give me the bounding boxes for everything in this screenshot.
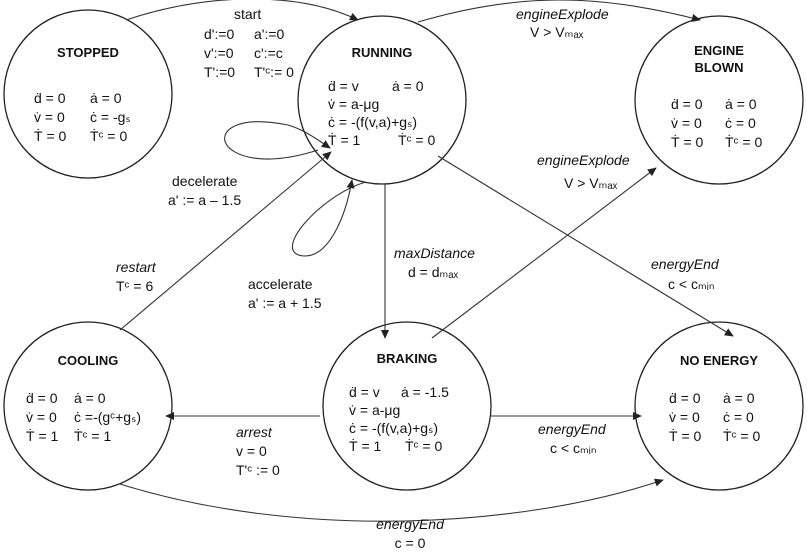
- equation: Ṫ = 0: [669, 428, 702, 444]
- label-decelerate-event: decelerate: [172, 173, 238, 189]
- label-max-distance-event: maxDistance: [394, 245, 475, 261]
- equation: ȧ = 0: [392, 78, 424, 94]
- state-name: NO ENERGY: [679, 353, 758, 368]
- label-start-reset: a':=0: [254, 26, 285, 42]
- label-engine-explode-top-event: engineExplode: [516, 6, 609, 22]
- equation: ḋ = 0: [671, 96, 703, 112]
- equation: v̇ = 0: [34, 109, 65, 125]
- equation: v̇ = 0: [26, 409, 57, 425]
- equation: ċ = 0: [723, 409, 754, 425]
- state-braking: BRAKING ḋ = v ȧ = -1.5 v̇ = a-μg ċ = -(f…: [323, 322, 491, 490]
- label-max-distance-guard: d = dₘₐₓ: [408, 264, 459, 280]
- label-energy-end-running-guard: c < cₘᵢₙ: [668, 276, 715, 292]
- label-restart-event: restart: [116, 259, 156, 275]
- equation: Ṫ = 1: [26, 428, 59, 444]
- label-restart-guard: Tᶜ = 6: [116, 278, 154, 294]
- equation: ȧ = 0: [723, 390, 755, 406]
- equation: Ṫᶜ = 0: [723, 428, 761, 444]
- label-engine-explode-top-guard: V > Vₘₐₓ: [530, 24, 584, 40]
- label-start-reset: T'ᶜ:= 0: [254, 64, 294, 80]
- label-arrest-reset: v = 0: [236, 443, 267, 459]
- equation: ḋ = v: [328, 78, 359, 94]
- state-name: COOLING: [57, 353, 119, 368]
- edge-engine-explode-top: [417, 0, 701, 23]
- state-name-line2: BLOWN: [694, 60, 744, 75]
- state-name: RUNNING: [351, 45, 413, 60]
- state-running: RUNNING ḋ = v ȧ = 0 v̇ = a-μg ċ = -(f(v,…: [298, 16, 466, 184]
- equation: Ṫ = 0: [34, 128, 67, 144]
- state-engine-blown-circle: [634, 15, 804, 185]
- state-braking-circle: [322, 321, 492, 491]
- label-start-reset: c':=c: [254, 45, 283, 61]
- equation: ċ = 0: [725, 115, 756, 131]
- equation: ḋ = 0: [34, 90, 66, 106]
- state-stopped: STOPPED ḋ = 0 ȧ = 0 v̇ = 0 ċ = -gₛ Ṫ = 0…: [4, 10, 172, 178]
- edge-restart: [119, 151, 332, 331]
- label-energy-end-braking-event: energyEnd: [538, 421, 606, 437]
- state-no-energy-circle: [634, 321, 804, 491]
- label-energy-end-running-event: energyEnd: [651, 256, 719, 272]
- label-energy-end-braking-guard: c < cₘᵢₙ: [550, 440, 597, 456]
- equation: Ṫ = 1: [328, 132, 361, 148]
- equation: Ṫ = 1: [349, 438, 382, 454]
- label-start-reset: d':=0: [204, 26, 235, 42]
- equation: Ṫᶜ = 1: [74, 428, 112, 444]
- label-arrest-reset: T'ᶜ := 0: [236, 462, 280, 478]
- equation: v̇ = 0: [669, 409, 700, 425]
- state-name: BRAKING: [376, 351, 438, 366]
- equation: ċ = -gₛ: [90, 109, 131, 125]
- equation: ȧ = 0: [725, 96, 757, 112]
- state-no-energy: NO ENERGY ḋ = 0 ȧ = 0 v̇ = 0 ċ = 0 Ṫ = 0…: [635, 322, 803, 490]
- equation: Ṫᶜ = 0: [405, 438, 443, 454]
- label-accelerate-reset: a' := a + 1.5: [248, 295, 322, 311]
- equation: v̇ = a-μg: [328, 96, 380, 112]
- equation: Ṫᶜ = 0: [398, 132, 436, 148]
- equation: ċ =-(gᶜ+gₛ): [74, 409, 141, 425]
- equation: v̇ = 0: [671, 115, 702, 131]
- equation: v̇ = a-μg: [349, 402, 401, 418]
- state-stopped-circle: [3, 9, 173, 179]
- equation: ȧ = -1.5: [401, 384, 449, 400]
- label-engine-explode-braking-event: engineExplode: [537, 152, 630, 168]
- label-decelerate-reset: a' := a – 1.5: [168, 192, 242, 208]
- equation: ȧ = 0: [74, 390, 106, 406]
- state-cooling-circle: [3, 321, 173, 491]
- equation: ȧ = 0: [90, 90, 122, 106]
- equation: ċ = -(f(v,a)+gₛ): [328, 114, 417, 130]
- edge-decelerate-loop: [224, 121, 331, 160]
- label-arrest-event: arrest: [236, 424, 272, 440]
- equation: ḋ = 0: [26, 390, 58, 406]
- state-running-circle: [297, 15, 467, 185]
- equation: ḋ = v: [349, 384, 380, 400]
- equation: ċ = -(f(v,a)+gₛ): [349, 420, 438, 436]
- label-engine-explode-braking-guard: V > Vₘₐₓ: [564, 175, 618, 191]
- label-accelerate-event: accelerate: [248, 276, 313, 292]
- edge-accelerate-loop: [291, 179, 367, 257]
- state-name-line1: ENGINE: [694, 43, 744, 58]
- state-name: STOPPED: [57, 45, 119, 60]
- label-start-reset: T':=0: [204, 64, 236, 80]
- edge-engine-explode-braking: [431, 167, 657, 339]
- edge-start: [125, 0, 359, 21]
- state-engine-blown: ENGINE BLOWN ḋ = 0 ȧ = 0 v̇ = 0 ċ = 0 Ṫ …: [635, 16, 803, 184]
- equation: Ṫᶜ = 0: [725, 134, 763, 150]
- label-start-reset: v':=0: [204, 45, 234, 61]
- edge-energy-end-running: [437, 155, 734, 337]
- equation: Ṫ = 0: [671, 134, 704, 150]
- label-energy-end-cooling-event: energyEnd: [376, 516, 444, 532]
- label-start-event: start: [234, 6, 262, 22]
- equation: ḋ = 0: [669, 390, 701, 406]
- state-cooling: COOLING ḋ = 0 ȧ = 0 v̇ = 0 ċ =-(gᶜ+gₛ) Ṫ…: [4, 322, 172, 490]
- edge-energy-end-cooling: [119, 478, 664, 522]
- equation: Ṫᶜ = 0: [90, 128, 128, 144]
- label-energy-end-cooling-guard: c = 0: [394, 535, 426, 551]
